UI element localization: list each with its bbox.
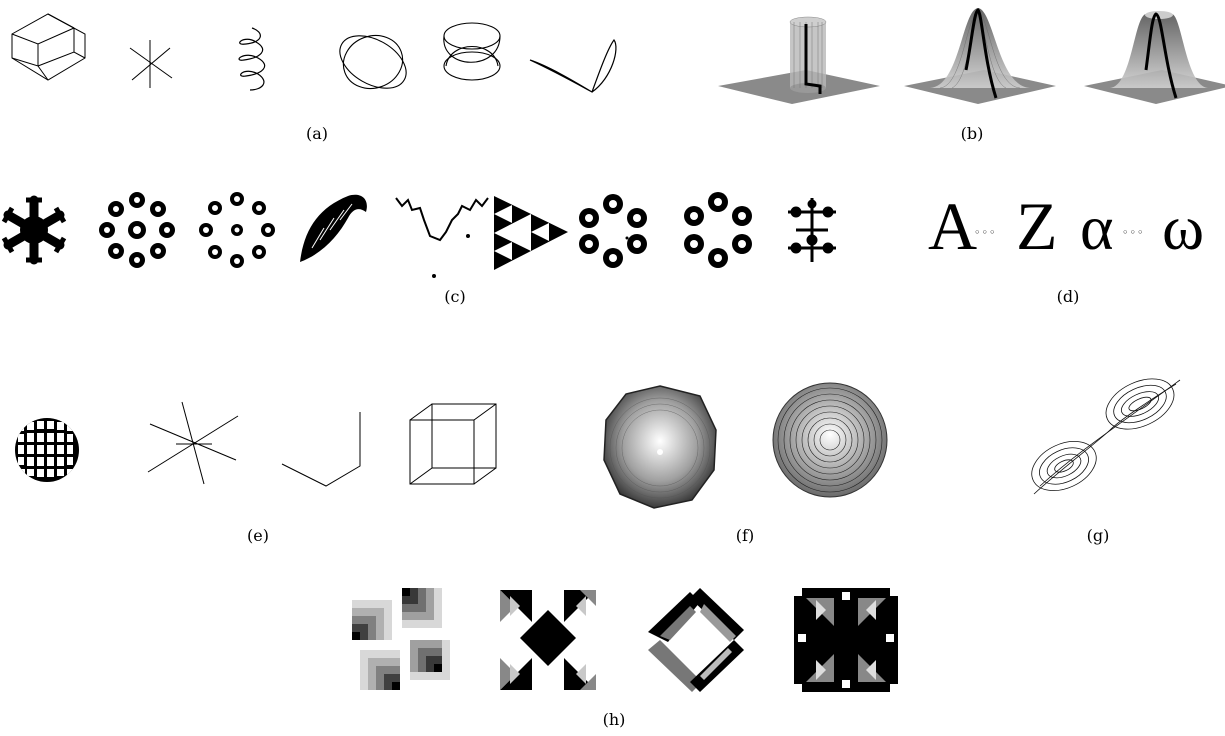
panel-e-line-star [148, 402, 238, 484]
panel-c-ring-fractal-1 [99, 192, 175, 268]
panel-d-latin-last-letter: Z [1016, 186, 1058, 266]
panel-g-lorenz-attractor [1024, 369, 1182, 500]
panel-d-ellipsis-2: ◦◦◦ [1122, 226, 1144, 239]
panel-h-tile-pattern-3 [648, 588, 744, 692]
caption-e: (e) [228, 526, 288, 545]
panel-c-hexagonal-fractal-2 [684, 192, 752, 268]
panel-a-ellipse-loops [444, 23, 500, 80]
panel-e-wireframe-cube [410, 404, 496, 484]
panel-b-cylinder-surface [718, 17, 880, 104]
panel-d-greek-last-letter: ω [1162, 188, 1204, 268]
panel-a-line-star [130, 40, 172, 88]
panel-a-lissajous-curve [530, 40, 616, 92]
caption-d: (d) [1038, 287, 1098, 306]
panel-c-ring-fractal-2 [199, 192, 275, 268]
panel-a-crossed-ellipses [331, 25, 415, 99]
panel-h-tile-pattern-2 [500, 590, 596, 690]
caption-b: (b) [942, 124, 1002, 143]
panel-c-sierpinski-triangle [494, 196, 568, 270]
caption-g: (g) [1068, 526, 1128, 545]
panel-e-polyline [282, 412, 360, 486]
panel-b-mesa-surface [1084, 11, 1225, 104]
panel-c-fern-fractal [300, 195, 367, 262]
panel-c-hexagonal-fractal-1 [579, 194, 647, 268]
caption-h: (h) [584, 710, 644, 729]
caption-a: (a) [287, 124, 347, 143]
panel-b-gaussian-surface [904, 8, 1056, 104]
panel-f-line-spiral-disk [773, 383, 887, 497]
panel-d-ellipsis-1: ◦◦◦ [974, 226, 996, 239]
panel-c-koch-curve-fractal [396, 198, 488, 277]
panel-e-gridded-sphere [15, 418, 79, 482]
panel-d-greek-first-letter: α [1080, 188, 1114, 268]
panel-h-tile-pattern-1 [352, 588, 450, 690]
caption-f: (f) [715, 526, 775, 545]
panel-c-cross-fractal [788, 198, 836, 262]
panel-d-latin-first-letter: A [928, 186, 977, 266]
panel-a-helix [239, 28, 265, 90]
panel-c-snowflake-fractal [4, 200, 64, 260]
panel-h-tile-pattern-4 [794, 588, 898, 692]
panel-f-shaded-spiral-disk [604, 386, 716, 508]
caption-c: (c) [425, 287, 485, 306]
panel-a-rhombic-dodecahedron [12, 14, 85, 80]
